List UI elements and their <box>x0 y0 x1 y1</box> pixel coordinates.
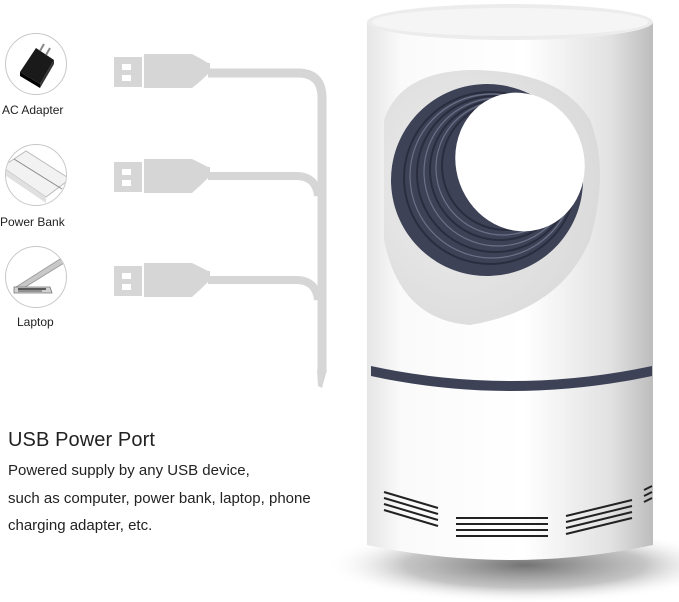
usb-plug-icon <box>114 54 210 88</box>
usb-plug-icon <box>114 263 210 297</box>
lamp-opening <box>455 92 585 232</box>
source-label: AC Adapter <box>2 103 64 117</box>
source-label: Power Bank <box>0 215 65 229</box>
feature-title: USB Power Port <box>8 429 156 451</box>
feature-description-line: Powered supply by any USB device, <box>8 462 250 479</box>
usb-plug-icon <box>114 159 210 193</box>
lamp-band <box>371 366 652 391</box>
feature-description-line: such as computer, power bank, laptop, ph… <box>8 490 311 507</box>
source-label: Laptop <box>17 315 54 329</box>
power-bank-icon <box>5 144 67 206</box>
ac-adapter-icon <box>5 33 67 95</box>
laptop-icon <box>5 246 67 308</box>
feature-description-line: charging adapter, etc. <box>8 517 153 534</box>
usb-cable-bundle <box>114 54 327 388</box>
lamp-vents <box>383 485 653 537</box>
